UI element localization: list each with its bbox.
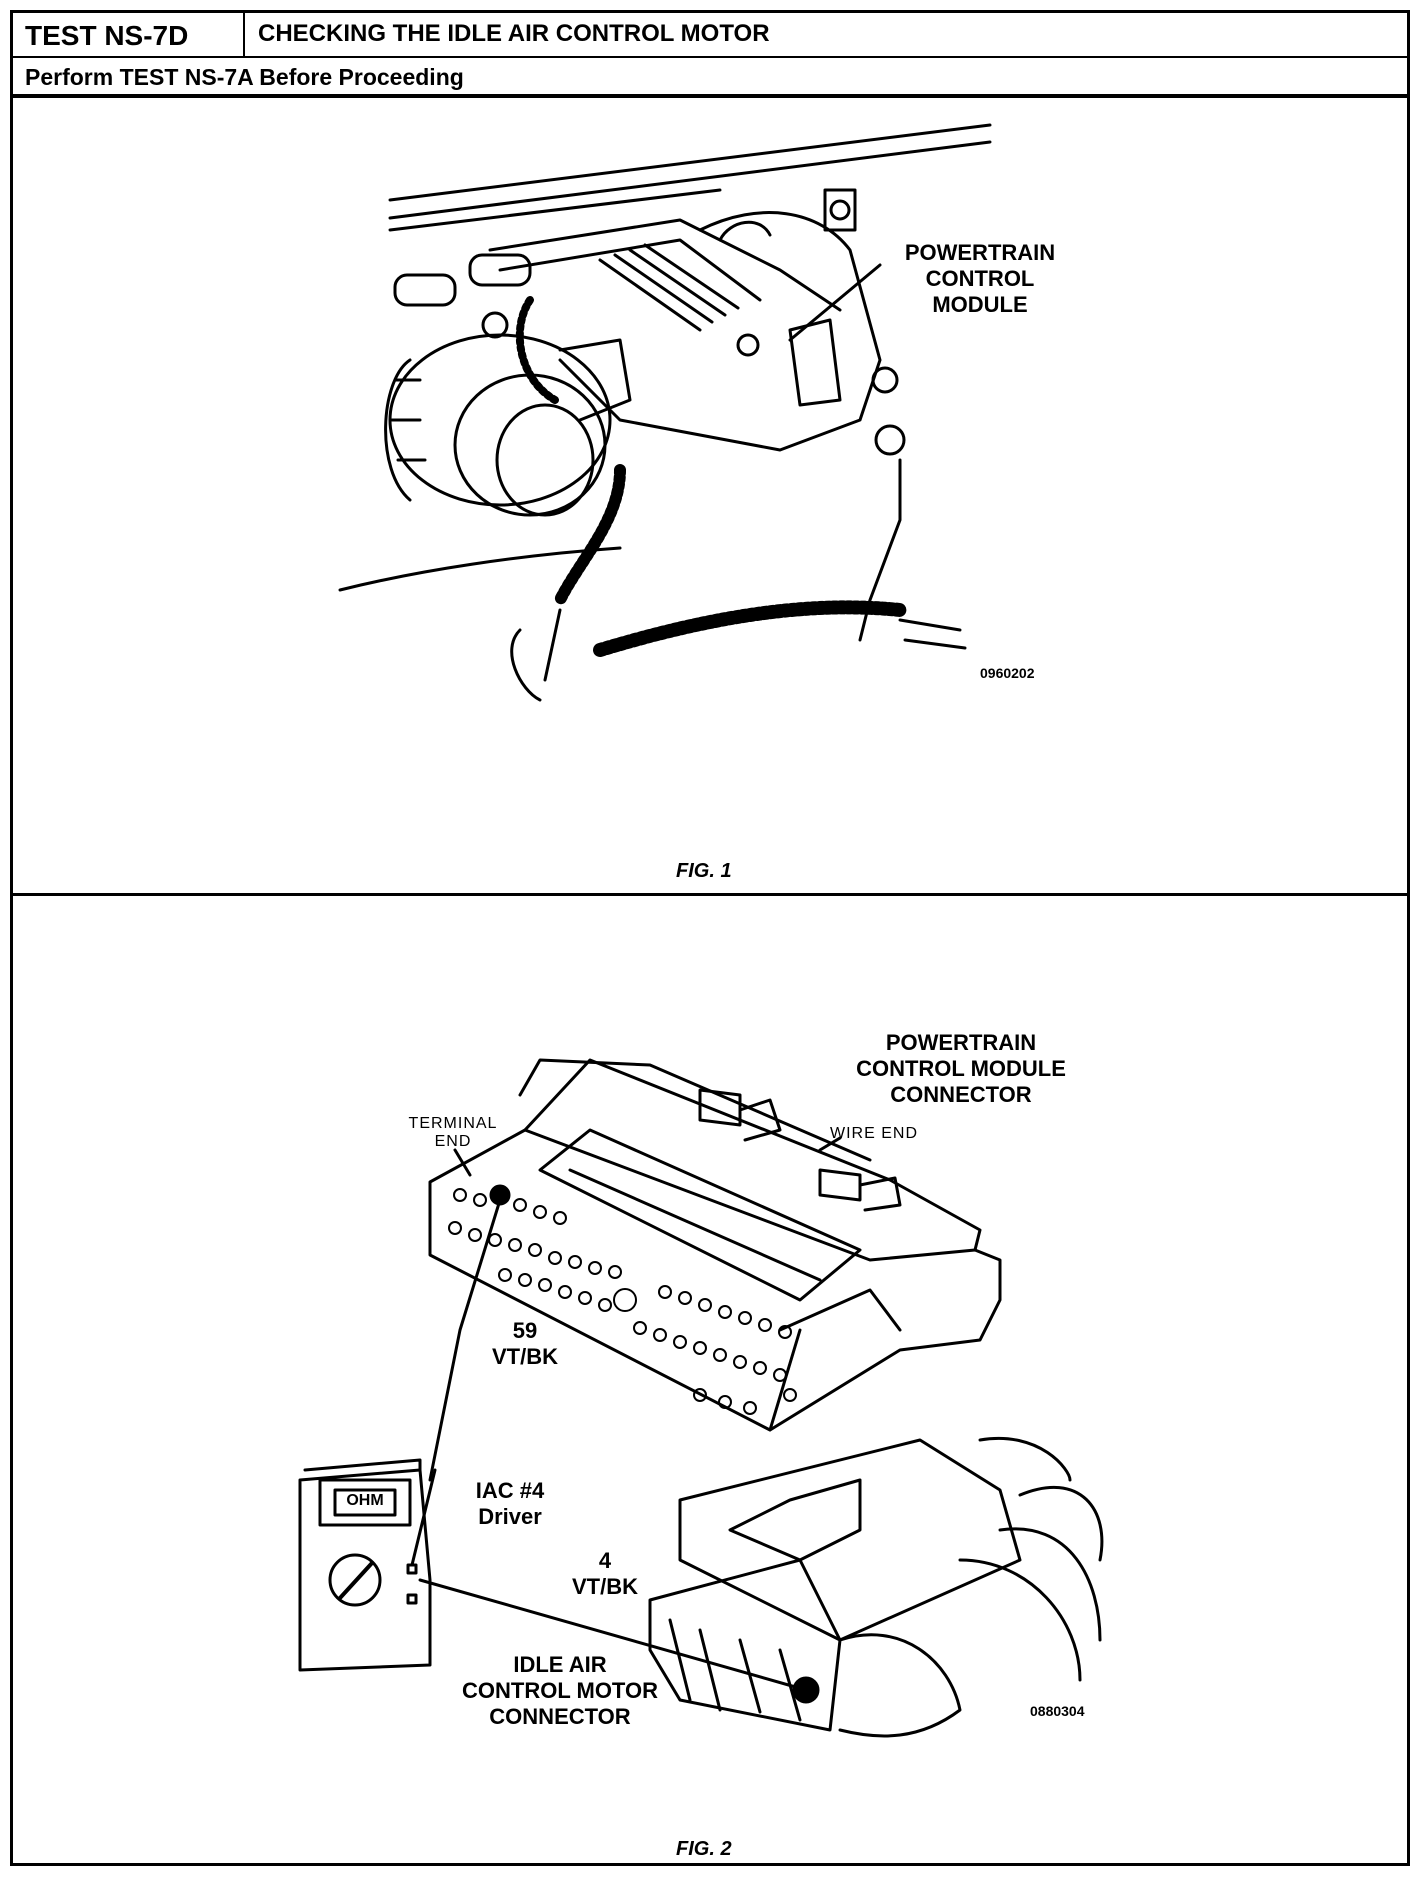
prerequisite-note: Perform TEST NS-7A Before Proceeding xyxy=(13,58,1407,98)
fig2-caption: FIG. 2 xyxy=(676,1838,732,1860)
test-id: TEST NS-7D xyxy=(13,13,245,58)
pin4-color: VT/BK xyxy=(572,1574,638,1599)
iac-driver-line2: Driver xyxy=(478,1504,542,1529)
fig1-image-code: 0960202 xyxy=(980,665,1035,681)
pcm-label-fig1: POWERTRAIN CONTROL MODULE xyxy=(880,240,1080,318)
fig2-image-code: 0880304 xyxy=(1030,1703,1085,1719)
pin4-label: 4 VT/BK xyxy=(560,1548,650,1600)
pin59-color: VT/BK xyxy=(492,1344,558,1369)
pcm-connector-line3: CONNECTOR xyxy=(890,1082,1032,1107)
pcm-label-line3: MODULE xyxy=(932,292,1028,317)
figure-divider xyxy=(13,893,1407,896)
iac-connector-line3: CONNECTOR xyxy=(489,1704,631,1729)
iac-driver-line1: IAC #4 xyxy=(475,1478,545,1503)
terminal-end-line2: END xyxy=(434,1133,472,1150)
pcm-connector-line2: CONTROL MODULE xyxy=(856,1056,1066,1081)
pin4-number: 4 xyxy=(598,1548,612,1573)
pin59-number: 59 xyxy=(512,1318,538,1343)
iac-driver-label: IAC #4 Driver xyxy=(460,1478,560,1530)
meter-display: OHM xyxy=(346,1492,384,1509)
iac-connector-line2: CONTROL MOTOR xyxy=(462,1678,658,1703)
page-title: CHECKING THE IDLE AIR CONTROL MOTOR xyxy=(258,20,770,47)
terminal-end-line1: TERMINAL xyxy=(408,1115,498,1132)
iac-connector-line1: IDLE AIR xyxy=(513,1652,607,1677)
iac-connector-label: IDLE AIR CONTROL MOTOR CONNECTOR xyxy=(440,1652,680,1730)
pin59-label: 59 VT/BK xyxy=(490,1318,560,1370)
pcm-connector-label: POWERTRAIN CONTROL MODULE CONNECTOR xyxy=(836,1030,1086,1108)
page-frame: TEST NS-7D CHECKING THE IDLE AIR CONTROL… xyxy=(10,10,1410,1866)
header-row: TEST NS-7D CHECKING THE IDLE AIR CONTROL… xyxy=(13,13,1407,58)
fig1-caption: FIG. 1 xyxy=(676,860,732,882)
pcm-label-line2: CONTROL xyxy=(925,266,1035,291)
terminal-end-label: TERMINAL END xyxy=(408,1115,498,1151)
wire-end-label: WIRE END xyxy=(830,1125,918,1142)
pcm-label-line1: POWERTRAIN xyxy=(904,240,1056,265)
pcm-connector-line1: POWERTRAIN xyxy=(885,1030,1037,1055)
